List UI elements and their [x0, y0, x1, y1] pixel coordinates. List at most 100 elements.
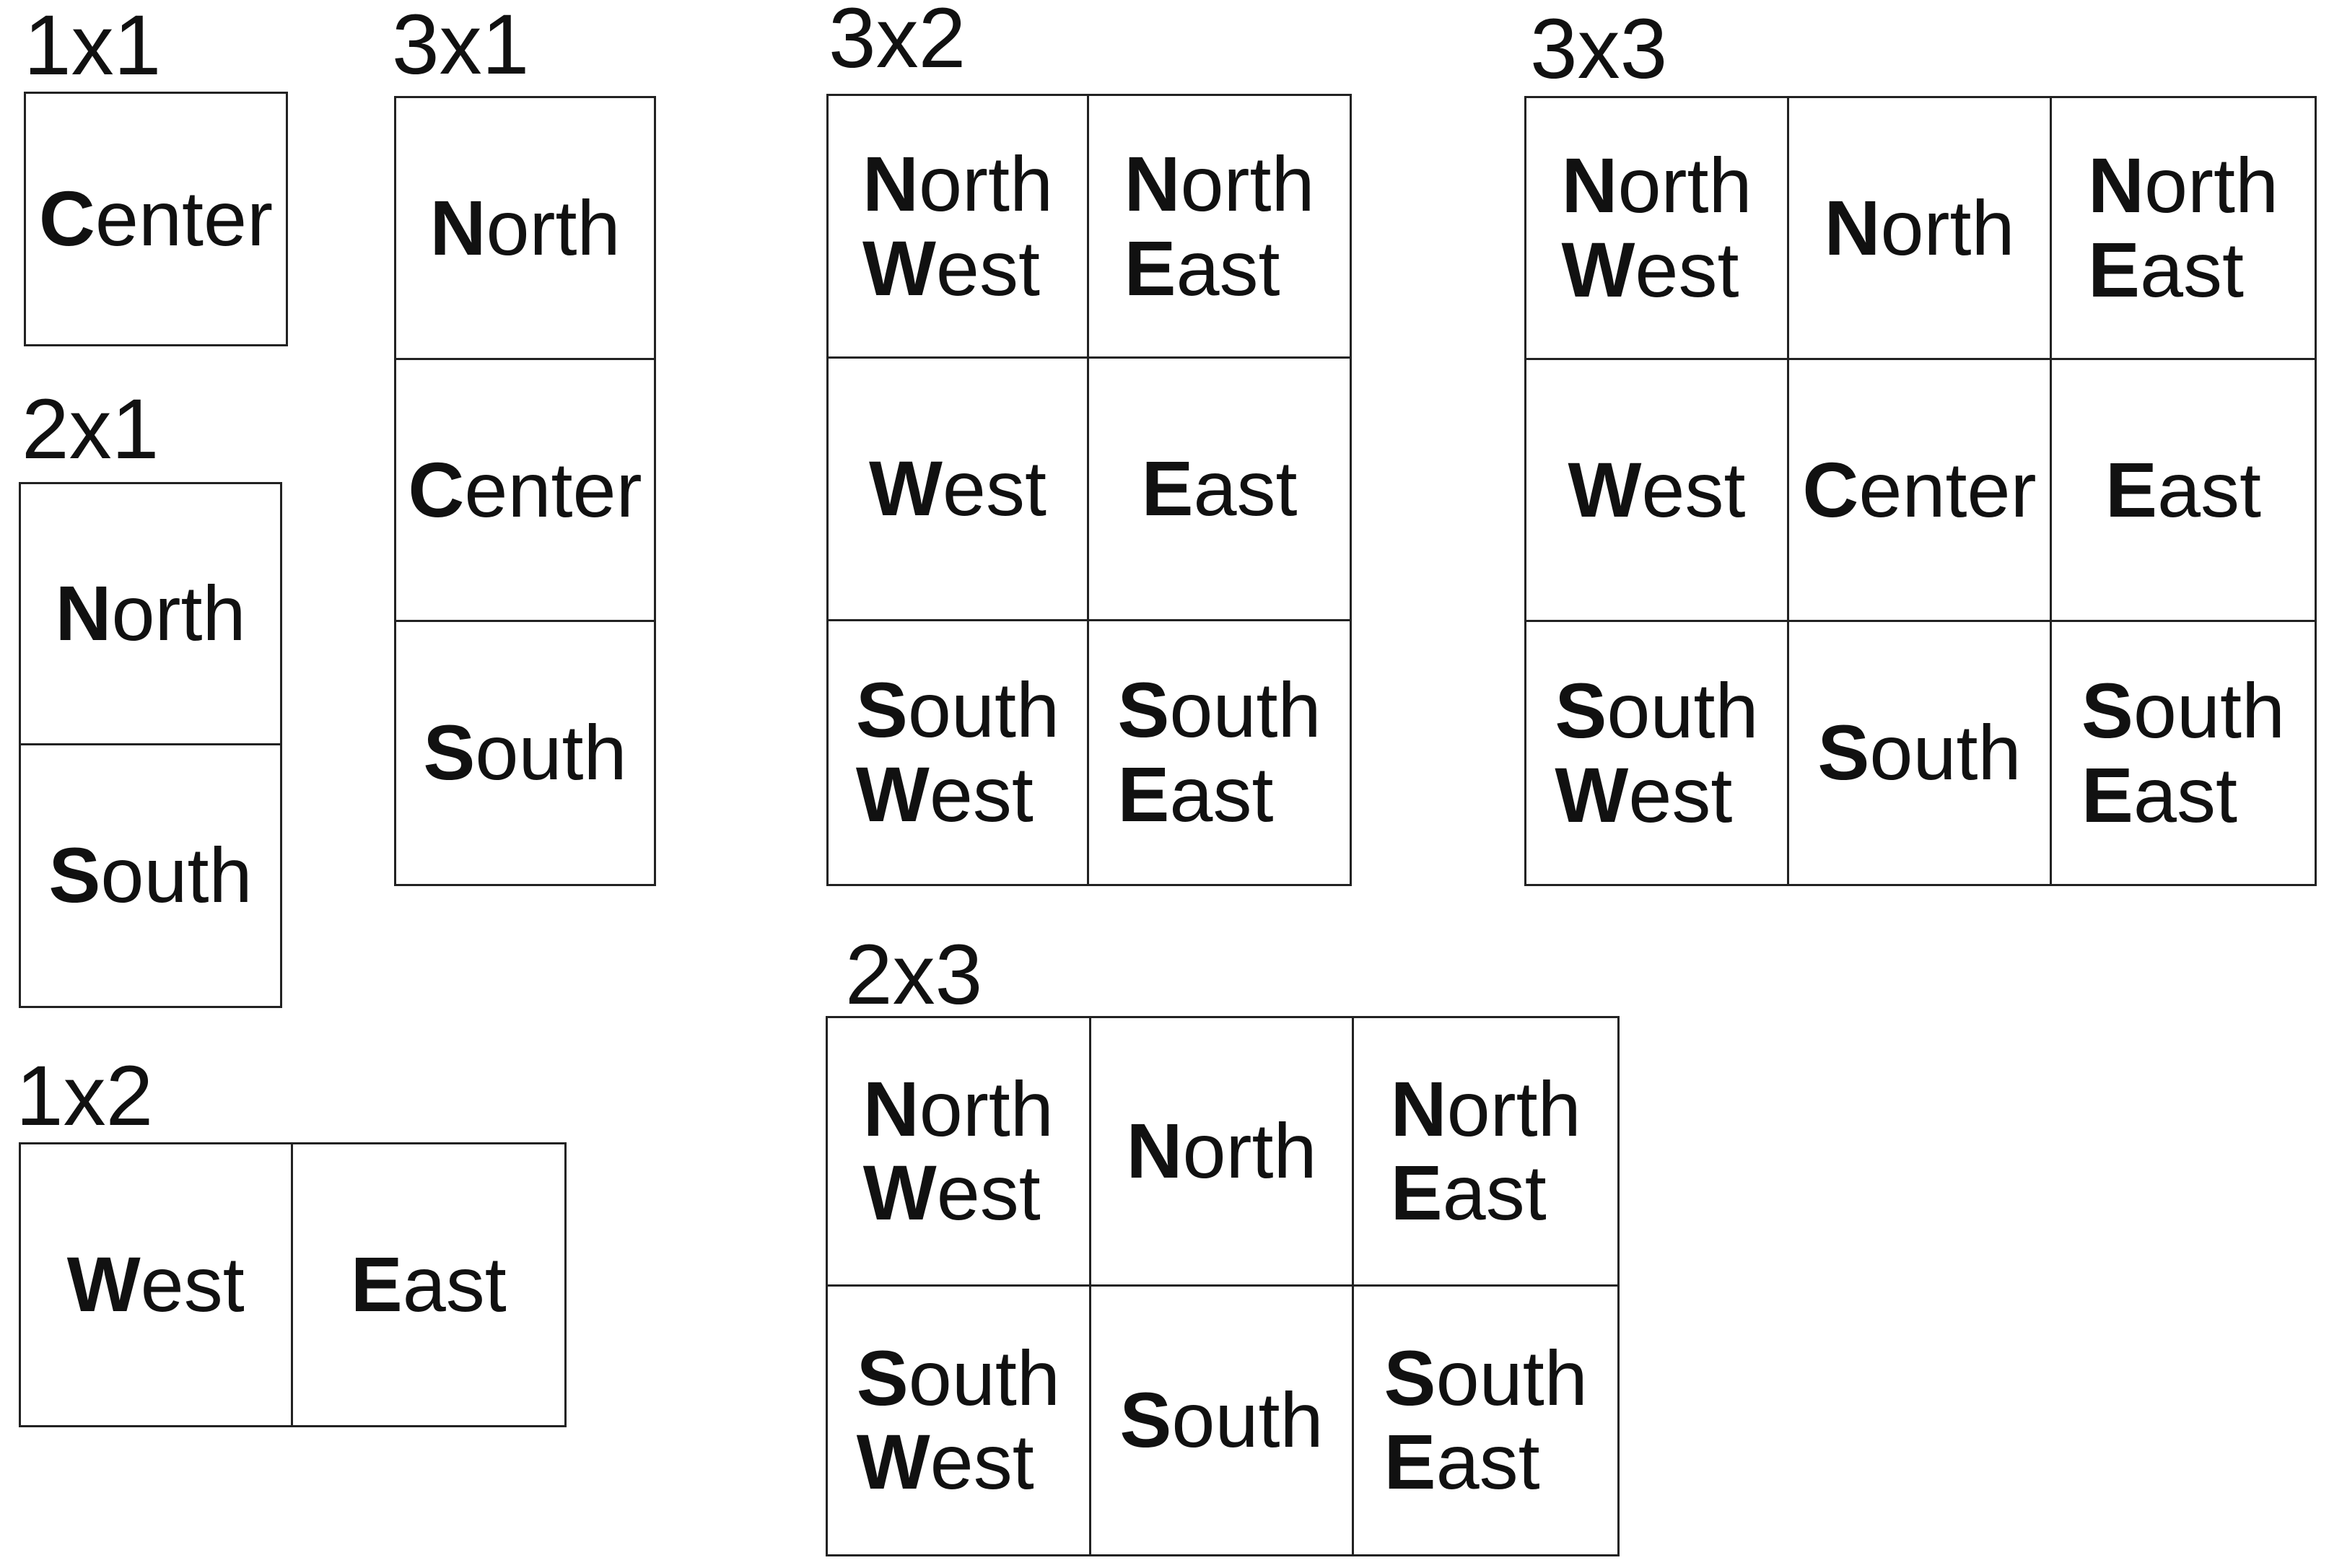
- cell-text: North East: [1390, 1064, 1581, 1237]
- cell-2x1-south: South: [21, 745, 280, 1007]
- cell-text: North: [55, 571, 245, 656]
- cell-1x2-west: West: [21, 1144, 293, 1425]
- cell-text: Center: [38, 175, 274, 263]
- cell-text: South: [1119, 1378, 1323, 1463]
- cell-line: West: [862, 1149, 1041, 1237]
- cell-line: East: [1117, 750, 1274, 838]
- cell-line: North: [55, 569, 246, 657]
- cell-3x3-south-west: South West: [1526, 622, 1789, 884]
- cell-text: South East: [1117, 668, 1321, 836]
- cell-line: East: [350, 1240, 507, 1328]
- cell-line: South: [856, 1333, 1060, 1422]
- cell-line: North: [429, 183, 621, 271]
- cell-text: South East: [1384, 1336, 1588, 1505]
- cell-1x1-center: Center: [26, 94, 286, 344]
- cell-line: East: [1384, 1418, 1540, 1506]
- cell-3x1-north: North: [396, 98, 654, 360]
- cell-1x2-east: East: [293, 1144, 565, 1425]
- cell-3x1-south: South: [396, 622, 654, 884]
- cell-3x2-west: West: [829, 359, 1089, 621]
- cell-line: Center: [1802, 445, 2037, 533]
- cell-3x3-north: North: [1789, 98, 2052, 360]
- cell-line: West: [66, 1240, 245, 1328]
- grid-1x2: West East: [19, 1142, 567, 1427]
- cell-3x2-north-east: North East: [1089, 96, 1350, 359]
- grid-2x3: North West North North East South West S…: [826, 1016, 1620, 1556]
- cell-line: East: [2087, 226, 2245, 313]
- cell-2x3-south-east: South East: [1354, 1287, 1617, 1555]
- cell-line: South: [1384, 1333, 1588, 1422]
- cell-text: West: [868, 444, 1046, 533]
- cell-line: East: [1141, 444, 1298, 533]
- cell-line: North: [1124, 139, 1315, 227]
- grid-label-3x3: 3x3: [1530, 1, 1668, 97]
- grid-1x1: Center: [24, 92, 288, 346]
- grid-3x2: North West North East West East South We…: [826, 94, 1352, 886]
- cell-3x2-south-east: South East: [1089, 621, 1350, 884]
- grid-label-1x1: 1x1: [24, 0, 162, 93]
- cell-line: South: [1117, 666, 1321, 754]
- grid-3x3: North West North North East West Center: [1524, 96, 2317, 886]
- cell-text: East: [350, 1240, 507, 1328]
- cell-3x1-center: Center: [396, 360, 654, 622]
- cell-line: North: [862, 139, 1054, 227]
- cell-line: South: [1817, 709, 2022, 797]
- cell-text: North: [1824, 183, 2015, 271]
- cell-line: South: [1119, 1375, 1324, 1463]
- cell-text: North West: [862, 139, 1054, 312]
- cell-line: West: [855, 750, 1034, 838]
- cell-line: Center: [38, 175, 274, 263]
- cell-line: West: [862, 224, 1040, 312]
- cell-line: East: [2105, 445, 2262, 533]
- cell-line: East: [1390, 1149, 1547, 1237]
- grid-3x1: North Center South: [394, 96, 656, 886]
- cell-3x3-north-east: North East: [2052, 98, 2315, 360]
- cell-3x3-east: East: [2052, 360, 2315, 622]
- cell-2x3-north-west: North West: [828, 1018, 1091, 1287]
- cell-line: South: [2081, 666, 2286, 754]
- cell-text: Center: [408, 445, 642, 533]
- grid-label-3x2: 3x2: [829, 0, 966, 86]
- cell-line: North: [1824, 183, 2015, 271]
- cell-3x3-south-east: South East: [2052, 622, 2315, 884]
- cell-line: East: [2081, 750, 2237, 838]
- cell-3x2-south-west: South West: [829, 621, 1089, 884]
- cell-3x2-north-west: North West: [829, 96, 1089, 359]
- cell-text: West: [1568, 445, 1746, 533]
- cell-line: West: [856, 1418, 1034, 1506]
- cell-2x3-south-west: South West: [828, 1286, 1091, 1554]
- cell-text: South: [48, 833, 252, 918]
- cell-line: West: [1561, 226, 1739, 313]
- grid-label-2x3: 2x3: [845, 927, 983, 1022]
- grid-label-3x1: 3x1: [392, 0, 530, 92]
- cell-text: South West: [856, 668, 1059, 836]
- grid-2x1: North South: [19, 482, 282, 1008]
- cell-3x3-north-west: North West: [1526, 98, 1789, 360]
- cell-line: West: [1568, 445, 1746, 533]
- cell-line: North: [2087, 141, 2279, 229]
- cell-text: North East: [1124, 139, 1315, 312]
- cell-text: North: [1126, 1106, 1317, 1194]
- cell-line: South: [48, 831, 253, 919]
- cell-text: North East: [2088, 144, 2278, 312]
- cell-line: East: [1124, 224, 1280, 312]
- cell-line: South: [423, 709, 627, 797]
- cell-text: South West: [857, 1336, 1060, 1505]
- cell-text: East: [2105, 445, 2262, 533]
- cell-text: South East: [2081, 666, 2286, 838]
- cell-2x3-south: South: [1091, 1286, 1355, 1554]
- cell-text: North West: [1561, 144, 1752, 312]
- cell-line: North: [1126, 1106, 1317, 1194]
- cell-line: North: [1390, 1064, 1581, 1152]
- cell-3x2-east: East: [1089, 359, 1350, 621]
- cell-line: North: [1561, 141, 1752, 229]
- cell-line: South: [855, 666, 1060, 754]
- cell-line: North: [862, 1064, 1054, 1152]
- cell-2x1-north: North: [21, 484, 280, 745]
- cell-line: Center: [408, 445, 642, 533]
- cell-text: South: [423, 709, 627, 797]
- cell-line: West: [1555, 750, 1733, 838]
- cell-line: West: [868, 444, 1046, 533]
- cell-text: West: [66, 1240, 245, 1328]
